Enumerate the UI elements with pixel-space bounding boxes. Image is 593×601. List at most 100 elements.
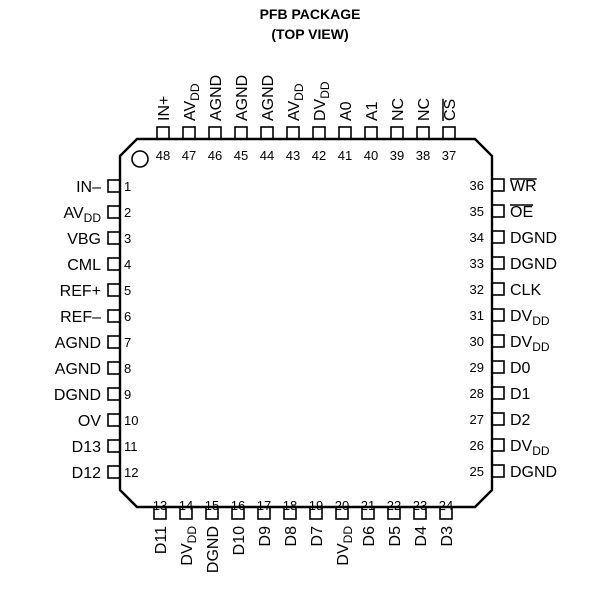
pin-27-name: D2 [510, 412, 531, 429]
pin-19-name: D7 [309, 526, 326, 547]
pin-3-name: VBG [67, 231, 101, 248]
pin-13-name: D11 [153, 526, 170, 554]
pin-4-number: 4 [124, 257, 131, 272]
pin-48-lead [156, 126, 170, 140]
pin-16-name: D10 [231, 526, 248, 555]
pin-11-lead [107, 439, 121, 453]
pin-44-name: AGND [260, 75, 277, 121]
pin-47-name: AVDD [182, 83, 202, 121]
pin-41-lead [338, 126, 352, 140]
pin-47-lead [182, 126, 196, 140]
pin-25-lead [491, 464, 505, 478]
pin-38-lead [416, 126, 430, 140]
pin-18-number: 18 [283, 498, 297, 513]
pin-45-number: 45 [234, 148, 248, 163]
pin-27-number: 27 [470, 412, 484, 427]
pin-32-name: CLK [510, 282, 541, 299]
pin-32-lead [491, 282, 505, 296]
pin-26-lead [491, 438, 505, 452]
pin-4-lead [107, 257, 121, 271]
pin-1-number: 1 [124, 179, 131, 194]
pin-2-name: AVDD [64, 205, 102, 225]
pin-43-number: 43 [286, 148, 300, 163]
pin-1-name: IN– [76, 179, 101, 196]
pin-2-number: 2 [124, 205, 131, 220]
pin-12-name: D12 [72, 465, 101, 482]
pin-41-name: A0 [338, 101, 355, 121]
pin-45-name: AGND [234, 75, 251, 121]
pin-5-number: 5 [124, 283, 131, 298]
pin-39-lead [390, 126, 404, 140]
pin-28-number: 28 [470, 386, 484, 401]
pin-8-number: 8 [124, 361, 131, 376]
pin-3-lead [107, 231, 121, 245]
pin-31-number: 31 [470, 308, 484, 323]
pin-34-number: 34 [470, 230, 484, 245]
pin-7-name: AGND [55, 335, 101, 352]
pin-33-number: 33 [470, 256, 484, 271]
pin-32-number: 32 [470, 282, 484, 297]
pin-20-name: DVDD [335, 526, 355, 566]
pin-25-name: DGND [510, 464, 557, 481]
pin-1-lead [107, 179, 121, 193]
pin-30-lead [491, 334, 505, 348]
pin-6-number: 6 [124, 309, 131, 324]
pin-33-lead [491, 256, 505, 270]
pin-8-name: AGND [55, 361, 101, 378]
pin1-indicator-dot [131, 150, 149, 168]
pin-34-lead [491, 230, 505, 244]
pin-31-lead [491, 308, 505, 322]
pin-44-lead [260, 126, 274, 140]
pin-38-name: NC [416, 98, 433, 121]
pin-26-name: DVDD [510, 438, 550, 458]
pin-24-name: D3 [439, 526, 456, 547]
pin-31-name: DVDD [510, 308, 550, 328]
pin-40-name: A1 [364, 101, 381, 121]
pin-29-lead [491, 360, 505, 374]
pin-35-number: 35 [470, 204, 484, 219]
pin-42-lead [312, 126, 326, 140]
pin-5-lead [107, 283, 121, 297]
pin-36-number: 36 [470, 178, 484, 193]
pin-38-number: 38 [416, 148, 430, 163]
pin-46-name: AGND [208, 75, 225, 121]
pin-42-name: DVDD [312, 81, 332, 121]
pin-29-number: 29 [470, 360, 484, 375]
pin-23-name: D4 [413, 526, 430, 547]
pin-28-lead [491, 386, 505, 400]
pin-46-number: 46 [208, 148, 222, 163]
pin-41-number: 41 [338, 148, 352, 163]
pin-26-number: 26 [470, 438, 484, 453]
pin-37-lead [442, 126, 456, 140]
pin-21-number: 21 [361, 498, 375, 513]
pin-15-name: DGND [205, 526, 222, 573]
pin-8-lead [107, 361, 121, 375]
pin-36-name: WR [510, 178, 537, 195]
pin-20-number: 20 [335, 498, 349, 513]
pin-6-name: REF– [60, 309, 101, 326]
pin-4-name: CML [67, 257, 101, 274]
pin-30-name: DVDD [510, 334, 550, 354]
pin-19-number: 19 [309, 498, 323, 513]
pin-45-lead [234, 126, 248, 140]
pin-12-number: 12 [124, 465, 138, 480]
pin-7-lead [107, 335, 121, 349]
labels-layer: 1IN–2AVDD3VBG4CML5REF+6REF–7AGND8AGND9DG… [54, 75, 557, 573]
pin-48-number: 48 [156, 148, 170, 163]
pin-28-name: D1 [510, 386, 531, 403]
pin-12-lead [107, 465, 121, 479]
pin-17-number: 17 [257, 498, 271, 513]
pin-9-lead [107, 387, 121, 401]
pin-36-lead [491, 178, 505, 192]
pin-29-name: D0 [510, 360, 531, 377]
pin-34-name: DGND [510, 230, 557, 247]
pin-14-name: DVDD [179, 526, 199, 566]
pin-47-number: 47 [182, 148, 196, 163]
pin-23-number: 23 [413, 498, 427, 513]
pin-37-number: 37 [442, 148, 456, 163]
pin-6-lead [107, 309, 121, 323]
pin-15-number: 15 [205, 498, 219, 513]
pin-2-lead [107, 205, 121, 219]
pin-10-name: OV [78, 413, 101, 430]
pin-11-name: D13 [72, 439, 101, 456]
